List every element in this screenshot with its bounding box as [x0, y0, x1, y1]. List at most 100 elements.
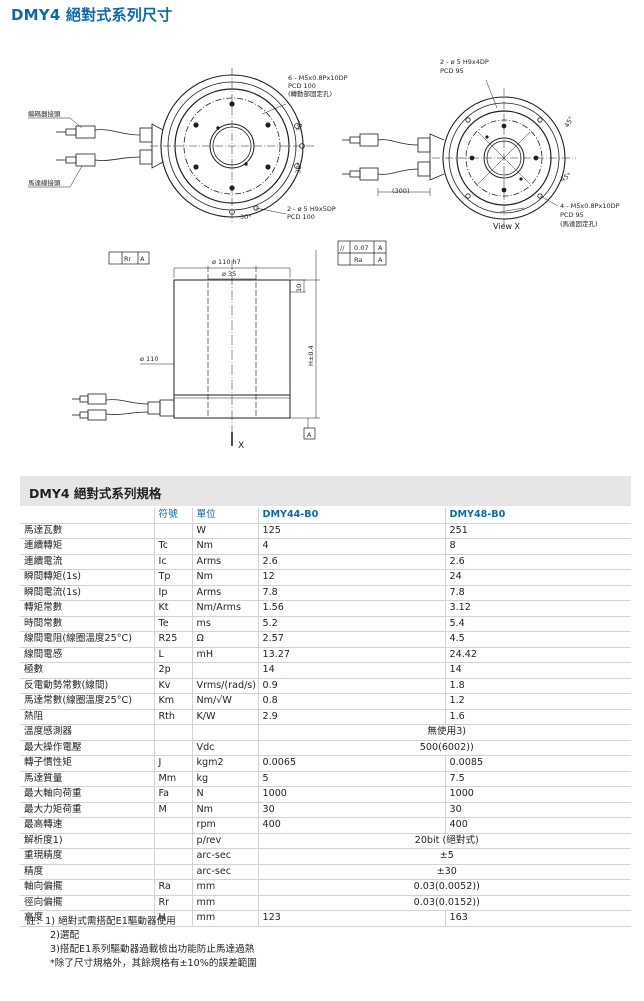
- note-mid-pins: 2 - ø 5 H9x5DP: [287, 205, 336, 213]
- dim-inner-diameter: ø 35: [222, 270, 236, 278]
- spec-symbol: Kt: [154, 600, 193, 617]
- footnote-1: 註：1) 絕對式需搭配E1驅動器使用: [26, 916, 176, 927]
- spec-value-model-2: 2.6: [445, 554, 631, 570]
- spec-unit: mm: [192, 895, 259, 911]
- spec-symbol: L: [154, 647, 193, 663]
- dim-body-diameter: ø 110: [140, 355, 158, 363]
- motor-top-view: [28, 68, 314, 224]
- spec-unit: Nm: [192, 802, 259, 818]
- angle-45-b: 45°: [559, 171, 573, 184]
- spec-value-model-2: 7.5: [445, 771, 631, 787]
- spec-row: 精度 arc-sec±30: [20, 864, 631, 880]
- spec-name: 時間常數: [20, 616, 155, 632]
- spec-symbol: M: [154, 802, 193, 818]
- spec-name: 最高轉速: [20, 817, 155, 834]
- tol-parallel: //: [340, 244, 345, 252]
- footnotes: 註：1) 絕對式需搭配E1驅動器使用 2)選配 3)搭配E1系列驅動器過載檢出功…: [26, 915, 257, 971]
- cable-length: (300): [392, 187, 409, 195]
- spec-heading-bar: DMY4 絕對式系列規格: [20, 476, 631, 506]
- spec-unit: Nm/Arms: [192, 600, 259, 617]
- spec-name: 熱阻: [20, 709, 155, 725]
- spec-unit: mH: [192, 647, 259, 663]
- spec-name: 轉矩常數: [20, 600, 155, 617]
- footnote-3: 3)搭配E1系列驅動器過載檢出功能防止馬達過熱: [50, 944, 255, 955]
- spec-unit: Vdc: [192, 740, 259, 756]
- spec-symbol: Tc: [154, 538, 193, 555]
- spec-value-model-1: 400: [258, 817, 446, 834]
- spec-value-model-1: 0.8: [258, 693, 446, 710]
- spec-symbol: H: [154, 910, 193, 927]
- motor-side-view: [72, 240, 387, 446]
- spec-value-model-1: 2.9: [258, 709, 446, 725]
- spec-name: 線間電感: [20, 647, 155, 663]
- header-unit: 單位: [192, 508, 259, 524]
- spec-unit: mm: [192, 910, 259, 927]
- spec-value-shared: 0.03(0.0052)): [258, 879, 631, 896]
- spec-value-model-1: 1.56: [258, 600, 446, 617]
- spec-value-model-2: 30: [445, 802, 631, 818]
- spec-symbol: Mm: [154, 771, 193, 787]
- spec-symbol: [154, 864, 193, 880]
- spec-unit: N: [192, 786, 259, 803]
- spec-unit: arc-sec: [192, 864, 259, 880]
- spec-name: 連續轉矩: [20, 538, 155, 555]
- angle-30-a: 30°: [295, 120, 305, 133]
- spec-name: 最大操作電壓: [20, 740, 155, 756]
- spec-unit: mm: [192, 879, 259, 896]
- note-right-pins: 2 - ø 5 H9x4DP: [440, 58, 489, 66]
- view-x-label: View X: [493, 222, 521, 231]
- dimension-drawing: 編碼器接頭 馬達線接頭 6 - M5x0.8Px10DP PCD 100 (轉動…: [28, 58, 620, 451]
- footnote-2: 2)選配: [50, 930, 80, 941]
- spec-value-model-1: 1000: [258, 786, 446, 803]
- header-symbol: 符號: [154, 508, 193, 524]
- spec-symbol: [154, 724, 193, 741]
- dim-flange-height: 10: [295, 284, 303, 292]
- spec-value-model-1: 7.8: [258, 585, 446, 601]
- tol-datum-1: A: [140, 255, 145, 263]
- motor-view-x: [342, 79, 576, 228]
- spec-value-shared: ±5: [258, 848, 631, 865]
- label-motor-connector: 馬達線接頭: [28, 178, 61, 187]
- spec-value-model-2: 1.2: [445, 693, 631, 710]
- spec-symbol: Ra: [154, 879, 193, 896]
- note-right-holes: 4 - M5x0.8Px10DP: [560, 202, 620, 210]
- spec-symbol: Te: [154, 616, 193, 632]
- spec-name: 馬達常數(線圈溫度25°C): [20, 693, 155, 710]
- spec-name: 高度: [20, 910, 155, 927]
- spec-name: 極數: [20, 662, 155, 679]
- dim-outer-diameter: ø 110 h7: [212, 258, 241, 266]
- note-right-desc: (馬達固定孔): [560, 219, 598, 228]
- spec-unit: Ω: [192, 631, 259, 648]
- tol-ra: Ra: [354, 256, 362, 264]
- spec-name: 轉子慣性矩: [20, 755, 155, 772]
- spec-unit: Nm: [192, 569, 259, 586]
- spec-heading: DMY4 絕對式系列規格: [29, 486, 162, 501]
- spec-symbol: J: [154, 755, 193, 772]
- label-encoder-connector: 編碼器接頭: [28, 109, 61, 118]
- note-right-pcd2: PCD 95: [560, 211, 584, 219]
- spec-row: 溫度感測器無使用3): [20, 724, 631, 741]
- spec-symbol: Rth: [154, 709, 193, 725]
- spec-value-model-2: 163: [445, 910, 631, 927]
- spec-value-shared: ±30: [258, 864, 631, 880]
- spec-name: 馬達質量: [20, 771, 155, 787]
- header-item: [20, 508, 155, 524]
- spec-unit: [192, 662, 259, 679]
- tol-datum-3: A: [378, 256, 383, 264]
- spec-value-model-1: 2.57: [258, 631, 446, 648]
- note-top-holes: 6 - M5x0.8Px10DP: [288, 74, 348, 82]
- spec-name: 精度: [20, 864, 155, 880]
- spec-value-model-1: 12: [258, 569, 446, 586]
